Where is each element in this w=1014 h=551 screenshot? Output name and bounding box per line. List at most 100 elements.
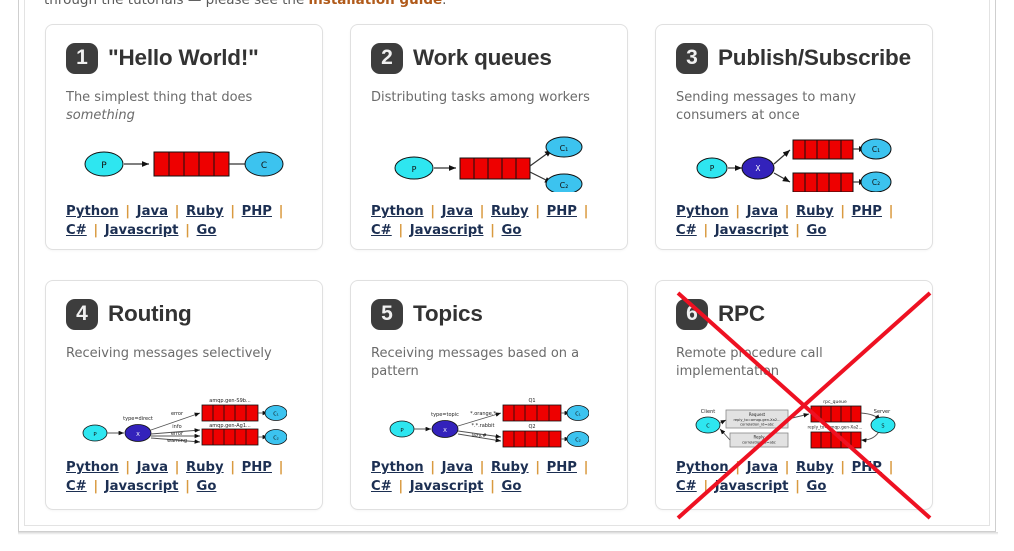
lang-link-java[interactable]: Java: [441, 460, 473, 475]
svg-text:Request: Request: [748, 412, 765, 417]
lang-link-ruby[interactable]: Ruby: [186, 460, 224, 475]
lang-link-php[interactable]: PHP: [241, 204, 272, 219]
lang-link-go[interactable]: Go: [501, 478, 522, 494]
svg-text:lazy.#: lazy.#: [471, 433, 486, 439]
lang-link-ruby[interactable]: Ruby: [491, 204, 529, 219]
lang-link-javascript[interactable]: Javascript: [104, 222, 179, 238]
lang-link-java[interactable]: Java: [136, 460, 168, 475]
language-links: Python | Java | Ruby | PHP | C# | Javasc…: [371, 459, 607, 496]
lang-separator: |: [230, 204, 236, 219]
svg-text:error: error: [170, 431, 183, 437]
lang-link-java[interactable]: Java: [441, 204, 473, 219]
lang-link-csharp[interactable]: C#: [676, 478, 697, 494]
lang-link-csharp[interactable]: C#: [676, 222, 697, 238]
lang-link-go[interactable]: Go: [806, 222, 827, 238]
lang-link-python[interactable]: Python: [66, 460, 119, 475]
lang-separator: |: [185, 478, 190, 494]
lang-link-php[interactable]: PHP: [241, 460, 272, 475]
card-title: Work queues: [413, 45, 552, 70]
lang-link-javascript[interactable]: Javascript: [714, 478, 789, 494]
card-header: 1 "Hello World!": [66, 41, 302, 75]
lang-link-csharp[interactable]: C#: [371, 478, 392, 494]
lang-separator: |: [174, 460, 180, 475]
lang-link-java[interactable]: Java: [746, 204, 778, 219]
lang-link-python[interactable]: Python: [66, 204, 119, 219]
lang-link-php[interactable]: PHP: [546, 204, 577, 219]
lang-link-ruby[interactable]: Ruby: [491, 460, 529, 475]
lang-link-java[interactable]: Java: [746, 460, 778, 475]
routing-diagram: P X type=direct error info error warning…: [66, 387, 302, 453]
lang-link-ruby[interactable]: Ruby: [186, 204, 224, 219]
lang-separator: |: [125, 460, 131, 475]
tutorial-card-6[interactable]: 6 RPC Remote procedure call implementati…: [655, 280, 933, 510]
svg-text:Reply: Reply: [753, 435, 765, 440]
lang-link-python[interactable]: Python: [371, 460, 424, 475]
lang-link-csharp[interactable]: C#: [66, 478, 87, 494]
language-links: Python | Java | Ruby | PHP | C# | Javasc…: [676, 203, 912, 240]
card-description: Receiving messages selectively: [66, 346, 272, 361]
card-title: Topics: [413, 301, 483, 326]
card-header: 4 Routing: [66, 297, 302, 331]
intro-text-after: .: [442, 0, 447, 8]
svg-text:P: P: [93, 432, 97, 438]
queue-name-label: Q2: [528, 424, 535, 430]
lang-link-python[interactable]: Python: [371, 204, 424, 219]
svg-text:C₁: C₁: [560, 144, 569, 153]
lang-link-python[interactable]: Python: [676, 460, 729, 475]
server-label: Server: [873, 409, 890, 415]
frame-shadow: [18, 532, 998, 535]
lang-link-javascript[interactable]: Javascript: [409, 478, 484, 494]
lang-link-ruby[interactable]: Ruby: [796, 460, 834, 475]
lang-link-php[interactable]: PHP: [851, 204, 882, 219]
lang-link-php[interactable]: PHP: [851, 460, 882, 475]
client-label: Client: [700, 409, 715, 415]
svg-text:C₂: C₂: [560, 181, 569, 190]
card-number-badge: 5: [371, 298, 403, 330]
lang-link-javascript[interactable]: Javascript: [714, 222, 789, 238]
exchange-type-label: type=topic: [431, 412, 459, 418]
lang-link-python[interactable]: Python: [676, 204, 729, 219]
svg-text:C: C: [261, 161, 267, 171]
request-box: Request reply_to=amqp.gen-Xa2... correla…: [725, 409, 788, 429]
lang-separator: |: [490, 222, 495, 238]
lang-separator: |: [490, 478, 495, 494]
lang-separator: |: [840, 204, 846, 219]
lang-link-ruby[interactable]: Ruby: [796, 204, 834, 219]
work-queues-diagram: P C₁ C₂: [371, 131, 607, 197]
svg-text:error: error: [170, 411, 183, 417]
lang-link-go[interactable]: Go: [196, 222, 217, 238]
svg-text:C₂: C₂: [273, 436, 279, 442]
svg-text:S: S: [881, 424, 884, 430]
topics-diagram: P X type=topic *.orange.* *.*.rabbit laz…: [371, 387, 607, 453]
svg-text:C₁: C₁: [273, 412, 279, 418]
tutorial-card-2[interactable]: 2 Work queues Distributing tasks among w…: [350, 24, 628, 250]
queue-name-label: amqp.gen-Ag1...: [209, 423, 251, 429]
svg-text:correlation_id=abc: correlation_id=abc: [742, 441, 776, 445]
svg-text:C₂: C₂: [575, 438, 581, 444]
lang-link-javascript[interactable]: Javascript: [104, 478, 179, 494]
card-description: Remote procedure call implementation: [676, 346, 823, 379]
tutorial-card-5[interactable]: 5 Topics Receiving messages based on a p…: [350, 280, 628, 510]
tutorial-card-3[interactable]: 3 Publish/Subscribe Sending messages to …: [655, 24, 933, 250]
lang-separator: |: [125, 204, 131, 219]
lang-link-csharp[interactable]: C#: [371, 222, 392, 238]
lang-link-go[interactable]: Go: [806, 478, 827, 494]
lang-separator: |: [479, 460, 485, 475]
installation-guide-link[interactable]: installation guide: [308, 0, 443, 8]
lang-separator: |: [230, 460, 236, 475]
lang-link-csharp[interactable]: C#: [66, 222, 87, 238]
language-links: Python | Java | Ruby | PHP | C# | Javasc…: [676, 459, 912, 496]
lang-link-java[interactable]: Java: [136, 204, 168, 219]
lang-link-php[interactable]: PHP: [546, 460, 577, 475]
lang-separator: |: [784, 204, 790, 219]
lang-separator: |: [888, 204, 894, 219]
tutorial-card-1[interactable]: 1 "Hello World!" The simplest thing that…: [45, 24, 323, 250]
lang-link-javascript[interactable]: Javascript: [409, 222, 484, 238]
intro-text-before: through the tutorials — please see the: [44, 0, 309, 8]
tutorial-card-4[interactable]: 4 Routing Receiving messages selectively…: [45, 280, 323, 510]
lang-separator: |: [535, 204, 541, 219]
lang-link-go[interactable]: Go: [196, 478, 217, 494]
lang-link-go[interactable]: Go: [501, 222, 522, 238]
svg-text:*.orange.*: *.orange.*: [470, 411, 496, 417]
svg-text:P: P: [101, 161, 107, 171]
